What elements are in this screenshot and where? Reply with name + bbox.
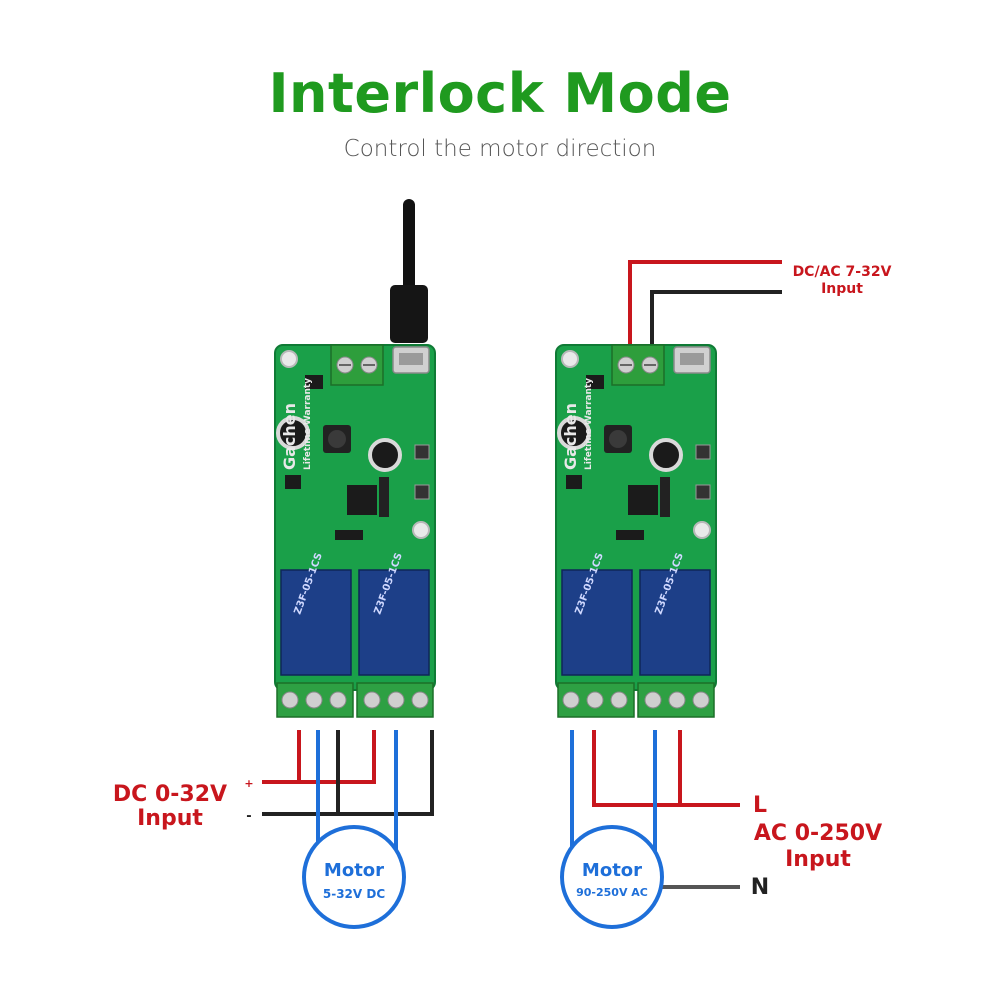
left-input-line1: DC 0-32V xyxy=(113,782,227,807)
page-subtitle: Control the motor direction xyxy=(343,136,657,162)
left-relay-board xyxy=(273,343,437,719)
left-input-line2: Input xyxy=(137,806,203,831)
right-supply-line2: Input xyxy=(821,281,863,297)
right-motor-title: Motor xyxy=(582,860,642,881)
left-wires xyxy=(262,730,434,852)
right-relay-board xyxy=(554,343,718,719)
right-wires xyxy=(570,730,740,889)
usb-cable xyxy=(390,199,428,343)
left-motor-title: Motor xyxy=(324,860,384,881)
right-input-line1: AC 0-250V xyxy=(754,821,882,846)
right-input-line2: Input xyxy=(785,847,851,872)
right-live-label: L xyxy=(753,793,767,818)
left-plus-label: + xyxy=(244,777,253,790)
right-board-slogan: Lifetime Warranty xyxy=(584,378,594,470)
left-motor: Motor 5-32V DC xyxy=(302,825,406,929)
right-supply-line1: DC/AC 7-32V xyxy=(793,264,892,280)
left-motor-rating: 5-32V DC xyxy=(323,887,385,901)
page-title: Interlock Mode xyxy=(268,62,732,125)
right-neutral-label: N xyxy=(751,875,769,900)
right-motor: Motor 90-250V AC xyxy=(560,825,664,929)
right-board-brand: Gachen xyxy=(561,403,580,470)
right-supply-wires xyxy=(628,260,782,345)
left-board-slogan: Lifetime Warranty xyxy=(303,378,313,470)
left-board-brand: Gachen xyxy=(280,403,299,470)
left-minus-label: - xyxy=(246,809,251,824)
right-motor-rating: 90-250V AC xyxy=(576,886,648,899)
